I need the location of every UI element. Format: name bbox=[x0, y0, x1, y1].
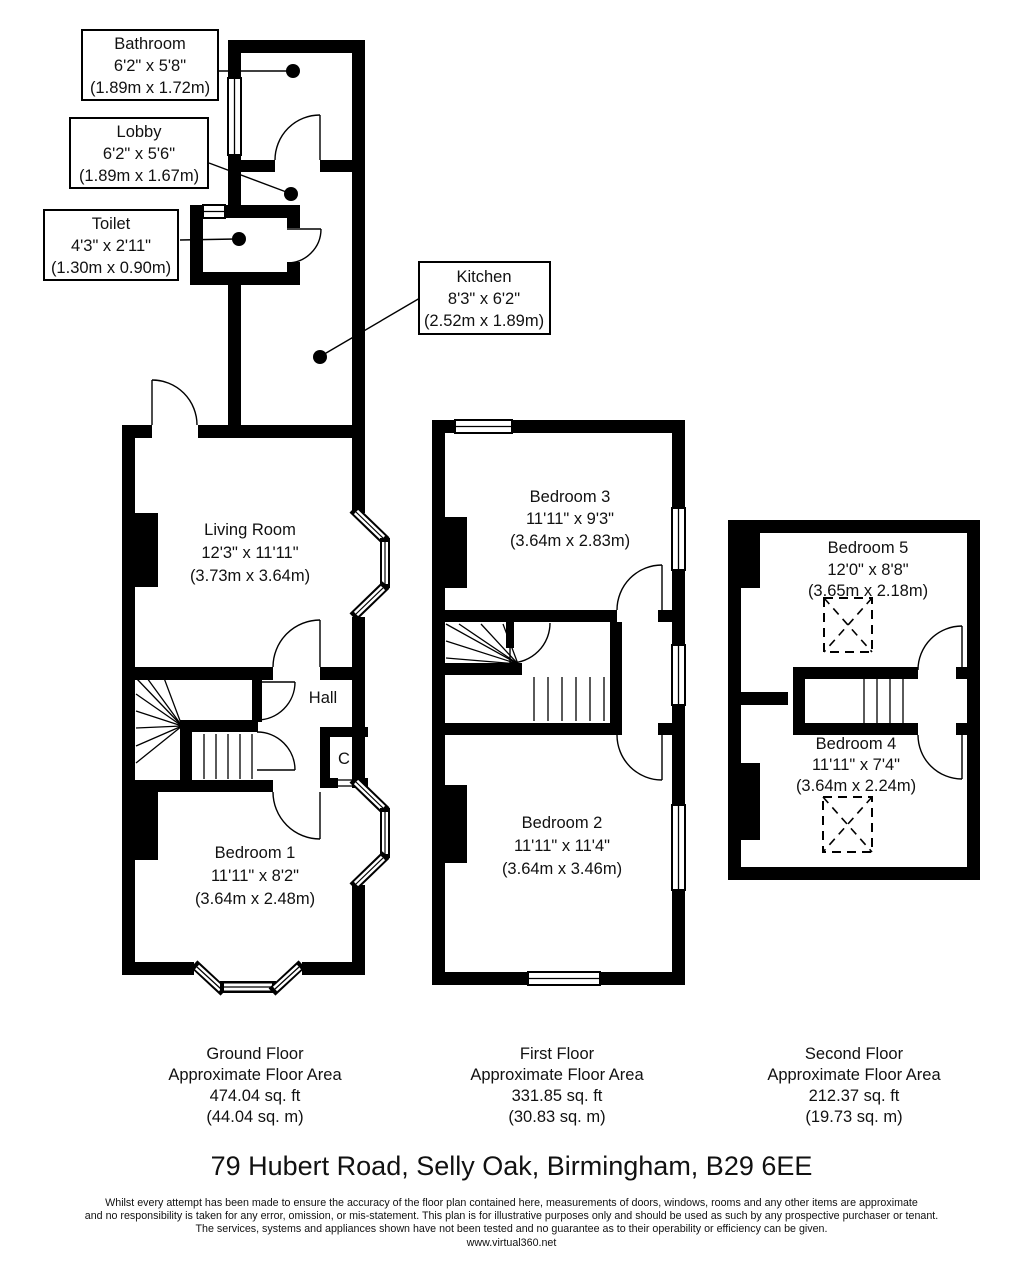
lobby-name: Lobby bbox=[117, 123, 163, 141]
lobby-dims-imperial: 6'2" x 5'6" bbox=[103, 145, 175, 163]
first-floor-name: First Floor bbox=[519, 1045, 595, 1063]
website-url: www.virtual360.net bbox=[466, 1236, 557, 1249]
kitchen-dims-metric: (2.52m x 1.89m) bbox=[424, 312, 544, 330]
bedroom2-name: Bedroom 2 bbox=[522, 814, 603, 832]
first-floor-doors bbox=[509, 564, 663, 781]
second-floor-plan: Bedroom 5 12'0" x 8'8" (3.65m x 2.18m) B… bbox=[728, 520, 980, 880]
bedroom1-front-bay-window bbox=[190, 960, 306, 996]
ground-floor-stairs bbox=[135, 677, 253, 779]
bathroom-dims-metric: (1.89m x 1.72m) bbox=[90, 79, 210, 97]
toilet-dims-imperial: 4'3" x 2'11" bbox=[71, 237, 151, 255]
first-floor-windows bbox=[454, 419, 686, 986]
first-floor-plan: Bedroom 3 11'11" x 9'3" (3.64m x 2.83m) … bbox=[432, 419, 686, 986]
second-floor-name: Second Floor bbox=[804, 1045, 904, 1063]
cupboard-label: C bbox=[338, 750, 350, 768]
bedroom2-dims-imperial: 11'11" x 11'4" bbox=[514, 837, 610, 855]
first-floor-area-m: (30.83 sq. m) bbox=[508, 1108, 606, 1126]
bedroom1-dims-metric: (3.64m x 2.48m) bbox=[195, 890, 315, 908]
disclaimer-line-3: The services, systems and appliances sho… bbox=[195, 1223, 828, 1236]
ground-floor-windows bbox=[202, 77, 352, 787]
ground-floor-name: Ground Floor bbox=[206, 1045, 304, 1063]
bathroom-leader-dot bbox=[286, 64, 300, 78]
bedroom1-name: Bedroom 1 bbox=[215, 844, 296, 862]
second-floor-doors bbox=[917, 625, 963, 780]
kitchen-dims-imperial: 8'3" x 6'2" bbox=[448, 290, 520, 308]
ground-floor-area-heading: Approximate Floor Area bbox=[168, 1066, 342, 1084]
bedroom4-name: Bedroom 4 bbox=[816, 735, 897, 753]
first-floor-area-heading: Approximate Floor Area bbox=[470, 1066, 644, 1084]
bedroom5-dims-imperial: 12'0" x 8'8" bbox=[827, 561, 908, 579]
second-floor-area-m: (19.73 sq. m) bbox=[805, 1108, 903, 1126]
kitchen-label-box: Kitchen 8'3" x 6'2" (2.52m x 1.89m) bbox=[418, 261, 551, 335]
bedroom3-dims-imperial: 11'11" x 9'3" bbox=[526, 510, 614, 528]
bedroom4-dims-imperial: 11'11" x 7'4" bbox=[812, 756, 900, 774]
second-floor-area-ft: 212.37 sq. ft bbox=[808, 1087, 900, 1105]
restricted-height-markers bbox=[822, 597, 873, 853]
hall-name: Hall bbox=[309, 689, 337, 707]
ground-floor-walls bbox=[122, 40, 368, 975]
living-room-bay-window bbox=[349, 505, 390, 621]
living-room-name: Living Room bbox=[204, 521, 296, 539]
bedroom1-side-bay-window bbox=[349, 775, 390, 891]
living-room-dims-imperial: 12'3" x 11'11" bbox=[201, 544, 298, 562]
ground-floor-doors bbox=[151, 114, 322, 840]
second-floor-room-labels: Bedroom 5 12'0" x 8'8" (3.65m x 2.18m) B… bbox=[796, 539, 928, 795]
bathroom-label-box: Bathroom 6'2" x 5'8" (1.89m x 1.72m) bbox=[81, 29, 219, 101]
ground-floor-area-m: (44.04 sq. m) bbox=[206, 1108, 304, 1126]
toilet-label-box: Toilet 4'3" x 2'11" (1.30m x 0.90m) bbox=[43, 209, 179, 281]
leader-dots bbox=[232, 64, 327, 364]
second-floor-stairs bbox=[863, 679, 904, 723]
first-floor-area-summary: First Floor Approximate Floor Area 331.8… bbox=[407, 1044, 707, 1128]
ground-floor-area-ft: 474.04 sq. ft bbox=[209, 1087, 301, 1105]
ground-floor-area-summary: Ground Floor Approximate Floor Area 474.… bbox=[105, 1044, 405, 1128]
toilet-name: Toilet bbox=[92, 215, 131, 233]
leader-lines bbox=[179, 70, 421, 357]
kitchen-leader-dot bbox=[313, 350, 327, 364]
ground-floor-room-labels: Living Room 12'3" x 11'11" (3.73m x 3.64… bbox=[190, 521, 350, 908]
first-floor-area-ft: 331.85 sq. ft bbox=[511, 1087, 603, 1105]
bathroom-name: Bathroom bbox=[114, 35, 186, 53]
disclaimer-line-2: and no responsibility is taken for any e… bbox=[84, 1210, 939, 1223]
ground-floor-plan: Bathroom 6'2" x 5'8" (1.89m x 1.72m) Lob… bbox=[43, 29, 551, 996]
first-floor-stairs bbox=[445, 623, 605, 721]
toilet-dims-metric: (1.30m x 0.90m) bbox=[51, 259, 171, 277]
lobby-dims-metric: (1.89m x 1.67m) bbox=[79, 167, 199, 185]
second-floor-area-heading: Approximate Floor Area bbox=[767, 1066, 941, 1084]
bedroom3-dims-metric: (3.64m x 2.83m) bbox=[510, 532, 630, 550]
second-floor-walls bbox=[728, 520, 980, 880]
bedroom3-name: Bedroom 3 bbox=[530, 488, 611, 506]
lobby-leader-dot bbox=[284, 187, 298, 201]
kitchen-name: Kitchen bbox=[456, 268, 511, 286]
bedroom2-dims-metric: (3.64m x 3.46m) bbox=[502, 860, 622, 878]
lobby-label-box: Lobby 6'2" x 5'6" (1.89m x 1.67m) bbox=[69, 117, 209, 189]
living-room-dims-metric: (3.73m x 3.64m) bbox=[190, 567, 310, 585]
disclaimer-line-1: Whilst every attempt has been made to en… bbox=[105, 1197, 918, 1209]
disclaimer: Whilst every attempt has been made to en… bbox=[0, 1197, 1023, 1250]
bedroom5-name: Bedroom 5 bbox=[828, 539, 909, 557]
toilet-leader-dot bbox=[232, 232, 246, 246]
bedroom1-dims-imperial: 11'11" x 8'2" bbox=[211, 867, 299, 885]
first-floor-room-labels: Bedroom 3 11'11" x 9'3" (3.64m x 2.83m) … bbox=[502, 488, 630, 878]
bathroom-dims-imperial: 6'2" x 5'8" bbox=[114, 57, 186, 75]
property-address-title: 79 Hubert Road, Selly Oak, Birmingham, B… bbox=[210, 1151, 813, 1181]
second-floor-area-summary: Second Floor Approximate Floor Area 212.… bbox=[704, 1044, 1004, 1128]
bedroom4-dims-metric: (3.64m x 2.24m) bbox=[796, 777, 916, 795]
bedroom5-dims-metric: (3.65m x 2.18m) bbox=[808, 582, 928, 600]
